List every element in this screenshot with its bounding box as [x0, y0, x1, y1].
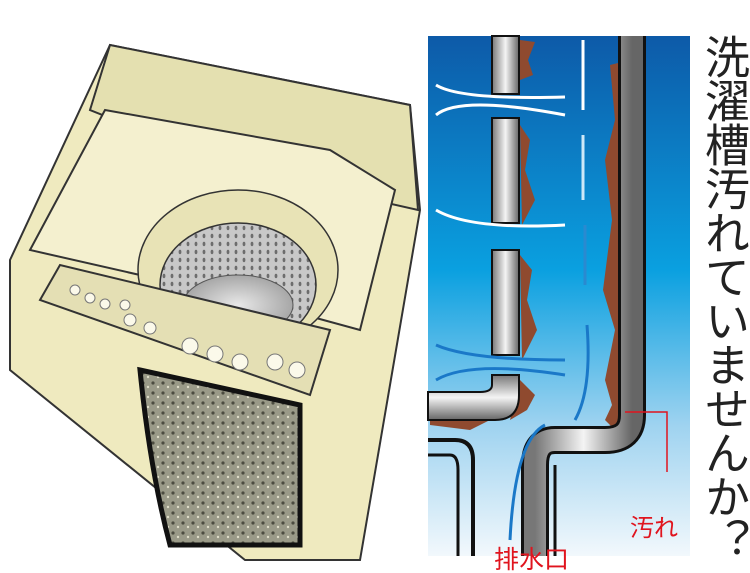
- label-dirt: 汚れ: [630, 514, 678, 542]
- outer-wall-pipe: [428, 36, 646, 556]
- headline-vertical: 洗濯槽汚れていませんか？: [697, 34, 750, 562]
- inner-wall-pipe: [427, 35, 520, 421]
- washing-machine: [9, 43, 422, 561]
- water-flow-arrows: [435, 40, 590, 541]
- tub-cross-section: [427, 35, 690, 556]
- red-leader-line: [625, 411, 668, 472]
- label-drain: 排水口: [494, 545, 570, 573]
